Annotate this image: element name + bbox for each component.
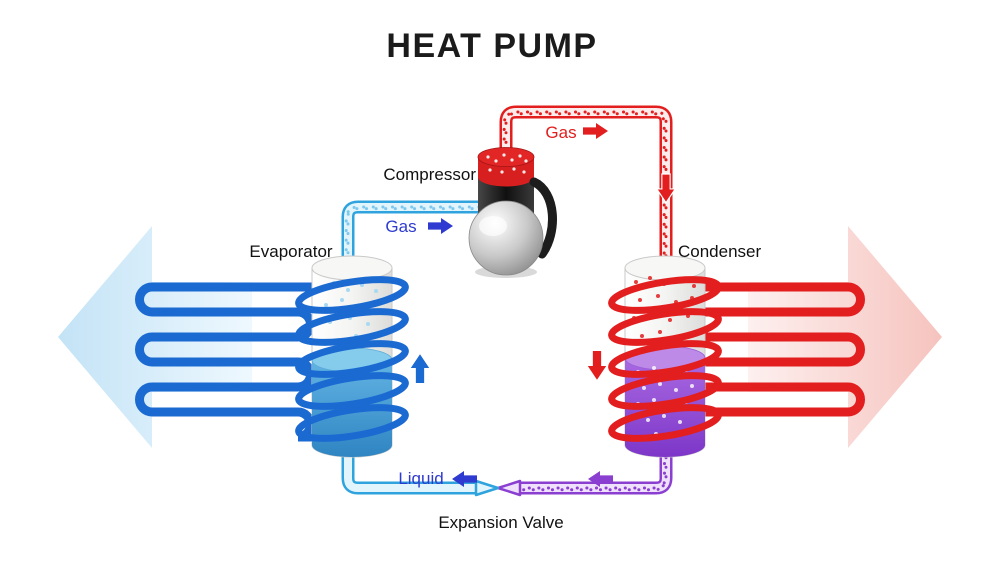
diagram-title: HEAT PUMP [386, 27, 597, 65]
compressor-gas-dots [486, 153, 528, 174]
evaporator-label: Evaporator [249, 242, 332, 261]
compressor-label: Compressor [383, 165, 476, 184]
cold-gas-flow-arrow [428, 218, 453, 234]
liquid-pipe [341, 446, 476, 495]
hot-gas-label: Gas [545, 123, 576, 142]
expansion-valve-label: Expansion Valve [438, 513, 563, 532]
hot-gas-flow-arrow [583, 123, 608, 139]
condenser-serpentine-coil [670, 282, 865, 442]
condenser-spiral-coil [608, 276, 722, 442]
compressor-unit [468, 147, 557, 278]
expansion-valve [474, 479, 522, 497]
liquid-label: Liquid [398, 469, 443, 488]
cold-gas-label: Gas [385, 217, 416, 236]
evaporator-spiral-coil [295, 276, 409, 442]
evaporator-serpentine-coil [135, 282, 330, 442]
evaporator-up-arrow [410, 354, 430, 383]
condenser-label: Condenser [678, 242, 762, 261]
condensed-liquid-pipe [517, 446, 673, 495]
cold-gas-pipe [341, 200, 482, 276]
hot-gas-pipe [499, 105, 673, 274]
condenser-down-arrow [587, 351, 607, 380]
